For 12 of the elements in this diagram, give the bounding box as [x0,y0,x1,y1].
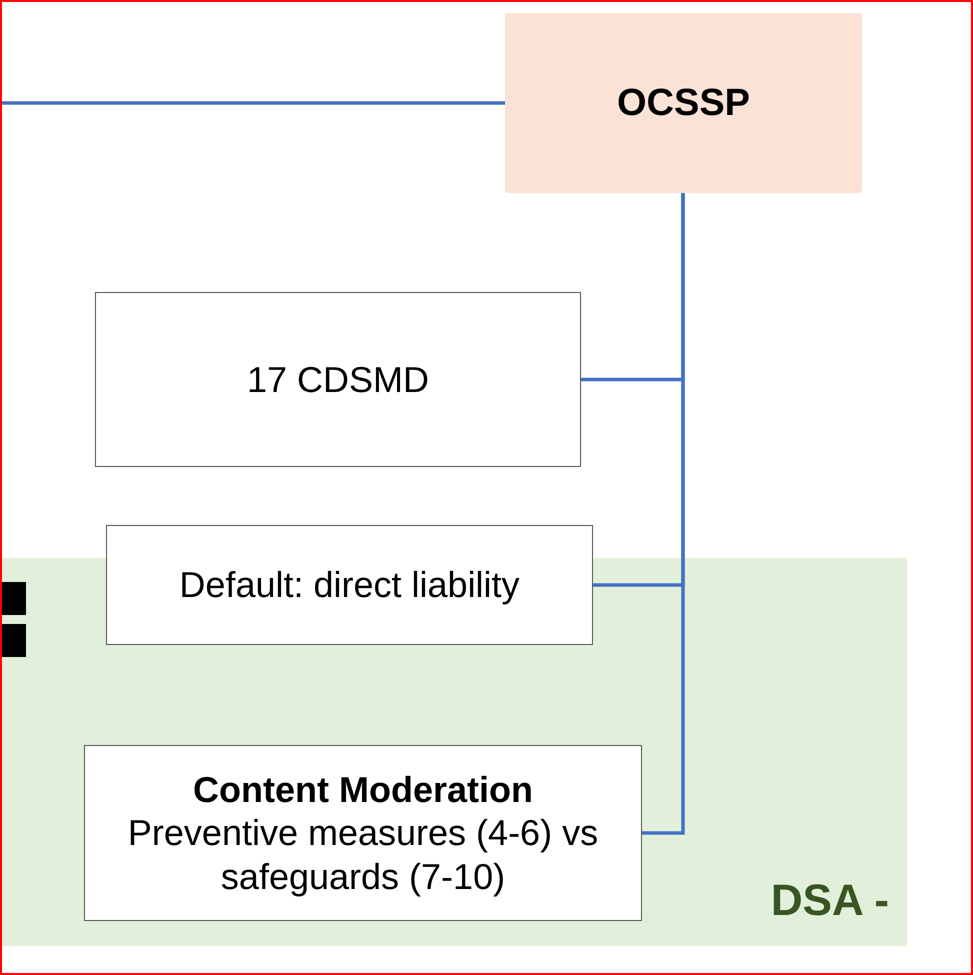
box-text: Preventive measures (4-6) vs safeguards (7-10) [127,811,599,898]
box-text: Default: direct liability [179,563,520,607]
process-box [84,745,642,921]
process-box [95,292,581,467]
process-box [106,525,593,645]
band-label: DSA - [770,875,889,927]
box-text: OCSSP [616,80,750,126]
entity-box [505,13,862,193]
box-text: 17 CDSMD [246,358,430,402]
connector-line [642,193,685,835]
box-heading: Content Moderation [193,768,533,812]
connector-line [2,101,505,105]
